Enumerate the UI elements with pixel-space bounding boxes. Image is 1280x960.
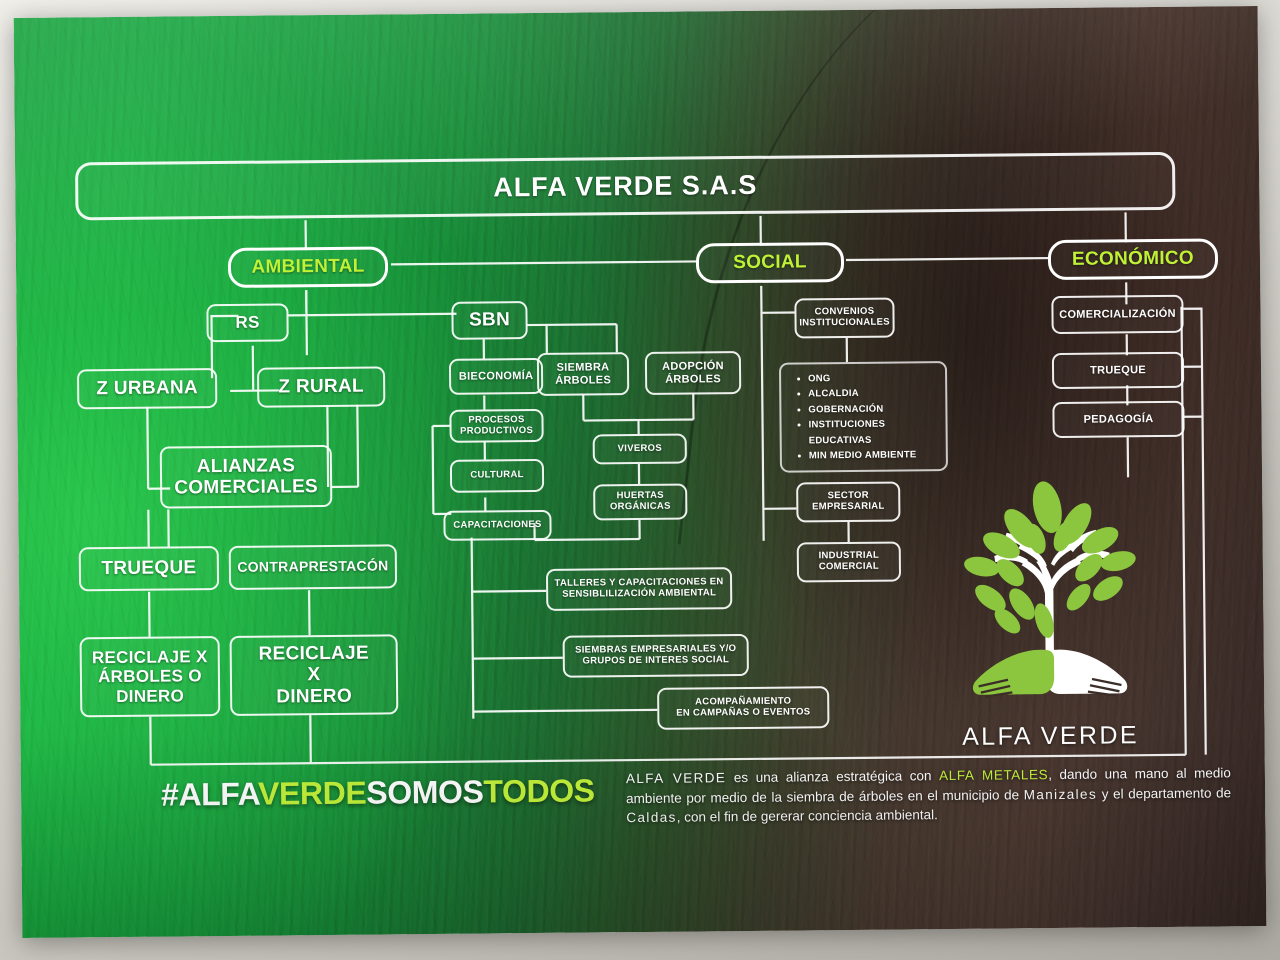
convenios-line-2: INSTITUCIONALES <box>799 316 890 329</box>
node-z-urbana[interactable]: Z URBANA <box>76 368 218 410</box>
procesos-line-2: PRODUCTIVOS <box>460 424 534 437</box>
logo-wordmark: ALFA VERDE <box>961 720 1140 751</box>
node-reciclaje-arboles-o-dinero[interactable]: RECICLAJE X ÁRBOLES O DINERO <box>79 636 221 718</box>
hashtag-part-alfa: #ALFA <box>160 775 259 813</box>
blurb-manizales: Manizales <box>1023 786 1098 802</box>
node-comercializacion[interactable]: COMERCIALIZACIÓN <box>1051 294 1184 335</box>
node-huertas-organicas[interactable]: HUERTAS ORGÁNICAS <box>593 483 688 521</box>
hashtag-part-todos: TODOS <box>483 772 595 810</box>
industrial-line-2: COMERCIAL <box>818 560 880 573</box>
rs-label: RS <box>235 313 260 333</box>
node-siembras-empresariales[interactable]: SIEMBRAS EMPRESARIALES Y/O GRUPOS DE INT… <box>562 633 749 678</box>
node-alianzas-comerciales[interactable]: ALIANZAS COMERCIALES <box>159 444 333 509</box>
reciclaje-dinero-line-2: X <box>307 664 321 686</box>
pillar-ambiental-label: AMBIENTAL <box>251 255 365 279</box>
alfa-verde-poster: ALFA VERDE S.A.S AMBIENTAL SOCIAL ECONÓM… <box>13 6 1267 938</box>
node-convenios-institucionales[interactable]: CONVENIOS INSTITUCIONALES <box>794 297 895 339</box>
blurb-text-3: y el departamento de <box>1096 784 1232 802</box>
node-cultural[interactable]: CULTURAL <box>449 458 545 493</box>
node-pillar-economico[interactable]: ECONÓMICO <box>1047 238 1219 281</box>
connector-lines <box>146 212 1207 766</box>
pedagogia-label: PEDAGOGÍA <box>1083 412 1154 426</box>
node-alfa-verde-sas[interactable]: ALFA VERDE S.A.S <box>75 151 1176 221</box>
blurb-alfa-verde: ALFA VERDE <box>625 770 727 787</box>
blurb-text-1: es una alianza estratégica con <box>726 768 940 786</box>
pillar-economico-label: ECONÓMICO <box>1071 248 1195 271</box>
alianzas-line-1: ALIANZAS <box>196 455 296 477</box>
pillar-social-label: SOCIAL <box>733 251 807 274</box>
siembra-line-1: SIEMBRA <box>556 361 610 374</box>
cultural-label: CULTURAL <box>470 469 524 481</box>
reciclaje-arboles-line-2: ÁRBOLES O <box>97 666 202 687</box>
node-bieconomia[interactable]: BIECONOMÍA <box>448 357 544 395</box>
node-trueque-ambiental[interactable]: TRUEQUE <box>78 546 220 592</box>
convenios-items-list: ONG ALCALDIA GOBERNACIÓN INSTITUCIONES E… <box>778 361 949 473</box>
node-adopcion-arboles[interactable]: ADOPCIÓN ÁRBOLES <box>644 351 742 395</box>
footer-description: ALFA VERDE es una alianza estratégica co… <box>626 763 1232 827</box>
talleres-line-2: SENSIBLILIZACIÓN AMBIENTAL <box>562 587 717 600</box>
bieconomia-label: BIECONOMÍA <box>458 369 534 383</box>
node-acompanamiento[interactable]: ACOMPAÑAMIENTO EN CAMPAÑAS O EVENTOS <box>657 686 830 730</box>
node-sector-empresarial[interactable]: SECTOR EMPRESARIAL <box>796 481 901 523</box>
comercializacion-label: COMERCIALIZACIÓN <box>1059 307 1176 321</box>
sector-line-2: EMPRESARIAL <box>812 500 885 513</box>
acompanamiento-line-2: EN CAMPAÑAS O EVENTOS <box>676 706 811 719</box>
reciclaje-arboles-line-3: DINERO <box>116 685 185 706</box>
node-procesos-productivos[interactable]: PROCESOS PRODUCTIVOS <box>449 408 544 443</box>
viveros-label: VIVEROS <box>617 442 662 454</box>
contraprestacion-label: CONTRAPRESTACÓN <box>237 557 389 576</box>
node-capacitaciones[interactable]: CAPACITACIONES <box>443 509 552 541</box>
node-industrial-comercial[interactable]: INDUSTRIAL COMERCIAL <box>796 541 902 583</box>
hashtag-part-verde: VERDE <box>257 774 367 812</box>
sbn-label: SBN <box>468 309 511 331</box>
blurb-caldas: Caldas <box>626 809 677 826</box>
blurb-alfa-metales: ALFA METALES <box>939 767 1049 784</box>
node-reciclaje-x-dinero[interactable]: RECICLAJE X DINERO <box>229 634 399 716</box>
reciclaje-arboles-line-1: RECICLAJE X <box>91 647 208 668</box>
list-item: ONG <box>795 370 935 387</box>
adopcion-line-2: ÁRBOLES <box>665 372 722 386</box>
list-item: MIN MEDIO AMBIENTE <box>796 447 936 464</box>
node-trueque-economico[interactable]: TRUEQUE <box>1051 351 1185 390</box>
hashtag-slogan: #ALFAVERDESOMOSTODOS <box>161 772 595 813</box>
hashtag-part-somos: SOMOS <box>366 773 484 811</box>
siembras-emp-line-2: GRUPOS DE INTERES SOCIAL <box>582 654 730 667</box>
node-z-rural[interactable]: Z RURAL <box>256 366 386 408</box>
z-rural-label: Z RURAL <box>278 376 365 398</box>
node-pillar-ambiental[interactable]: AMBIENTAL <box>227 246 389 288</box>
reciclaje-dinero-line-1: RECICLAJE <box>258 642 370 665</box>
node-pillar-social[interactable]: SOCIAL <box>695 242 845 284</box>
title-label: ALFA VERDE S.A.S <box>493 169 758 203</box>
node-sbn[interactable]: SBN <box>451 301 528 340</box>
node-contraprestacion[interactable]: CONTRAPRESTACÓN <box>228 544 398 590</box>
list-item: ALCALDIA <box>795 386 935 403</box>
reciclaje-dinero-line-3: DINERO <box>276 685 353 708</box>
node-siembra-arboles[interactable]: SIEMBRA ÁRBOLES <box>536 352 630 396</box>
trueque-economico-label: TRUEQUE <box>1090 363 1147 377</box>
adopcion-line-1: ADOPCIÓN <box>662 360 724 373</box>
node-talleres-capacitaciones[interactable]: TALLERES Y CAPACITACIONES EN SENSIBLILIZ… <box>545 567 733 611</box>
list-item: GOBERNACIÓN <box>795 401 935 418</box>
huertas-line-2: ORGÁNICAS <box>609 500 671 513</box>
tree-in-hands-icon <box>964 481 1136 698</box>
node-pedagogia[interactable]: PEDAGOGÍA <box>1052 400 1185 439</box>
node-rs[interactable]: RS <box>206 303 289 343</box>
node-viveros[interactable]: VIVEROS <box>592 433 687 465</box>
trueque-ambiental-label: TRUEQUE <box>101 557 197 580</box>
alfa-verde-logo: ALFA VERDE <box>943 462 1156 750</box>
list-item: INSTITUCIONES EDUCATIVAS <box>795 416 935 448</box>
z-urbana-label: Z URBANA <box>96 377 199 400</box>
blurb-text-4: , con el fin de gererar conciencia ambie… <box>676 807 938 825</box>
org-chart: ALFA VERDE S.A.S AMBIENTAL SOCIAL ECONÓM… <box>14 6 1267 938</box>
capacitaciones-label: CAPACITACIONES <box>453 518 542 531</box>
alianzas-line-2: COMERCIALES <box>174 476 319 499</box>
siembra-line-2: ÁRBOLES <box>555 373 612 387</box>
